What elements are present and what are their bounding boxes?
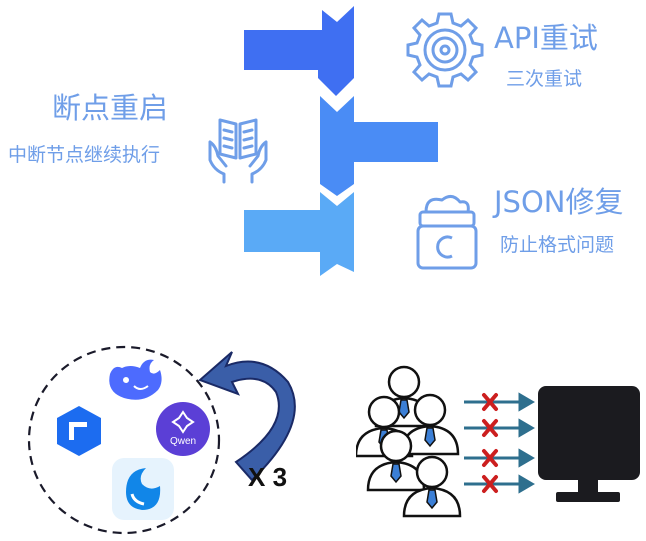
model-pool-circle [27,345,221,535]
cream-jar-icon [416,195,478,270]
qwen-label: Qwen [169,436,197,447]
retry-arrow-icon [198,351,296,482]
ribbon-step-2 [320,96,438,196]
model-logo-whale-icon [109,359,162,400]
left-item-title: 断点重启 [52,91,169,125]
book-hands-icon [208,118,268,184]
retry-count-label: X 3 [248,462,288,492]
monitor-icon [538,386,640,502]
block-marks [482,393,498,493]
api-retry-subtitle: 三次重试 [506,68,583,90]
api-retry-title: API重试 [494,21,598,55]
ribbon-step-3 [244,192,354,276]
ribbon-step-1 [244,6,354,96]
model-retry-diagram [27,345,296,535]
left-item-subtitle: 中断节点继续执行 [8,144,161,166]
users-group-icon [356,365,462,518]
qwen-star-icon [171,410,195,434]
model-logo-water-drop-icon [112,458,174,520]
water-drop-shape [126,468,161,510]
model-logo-blue-square-icon [57,406,101,456]
gear-icon [406,12,484,88]
model-logo-qwen-icon: Qwen [156,402,210,456]
blocked-arrows [464,392,535,494]
json-fix-title: JSON修复 [494,185,624,219]
process-ribbon [244,6,438,276]
blocked-access-diagram [356,365,640,518]
json-fix-subtitle: 防止格式问题 [500,234,615,256]
